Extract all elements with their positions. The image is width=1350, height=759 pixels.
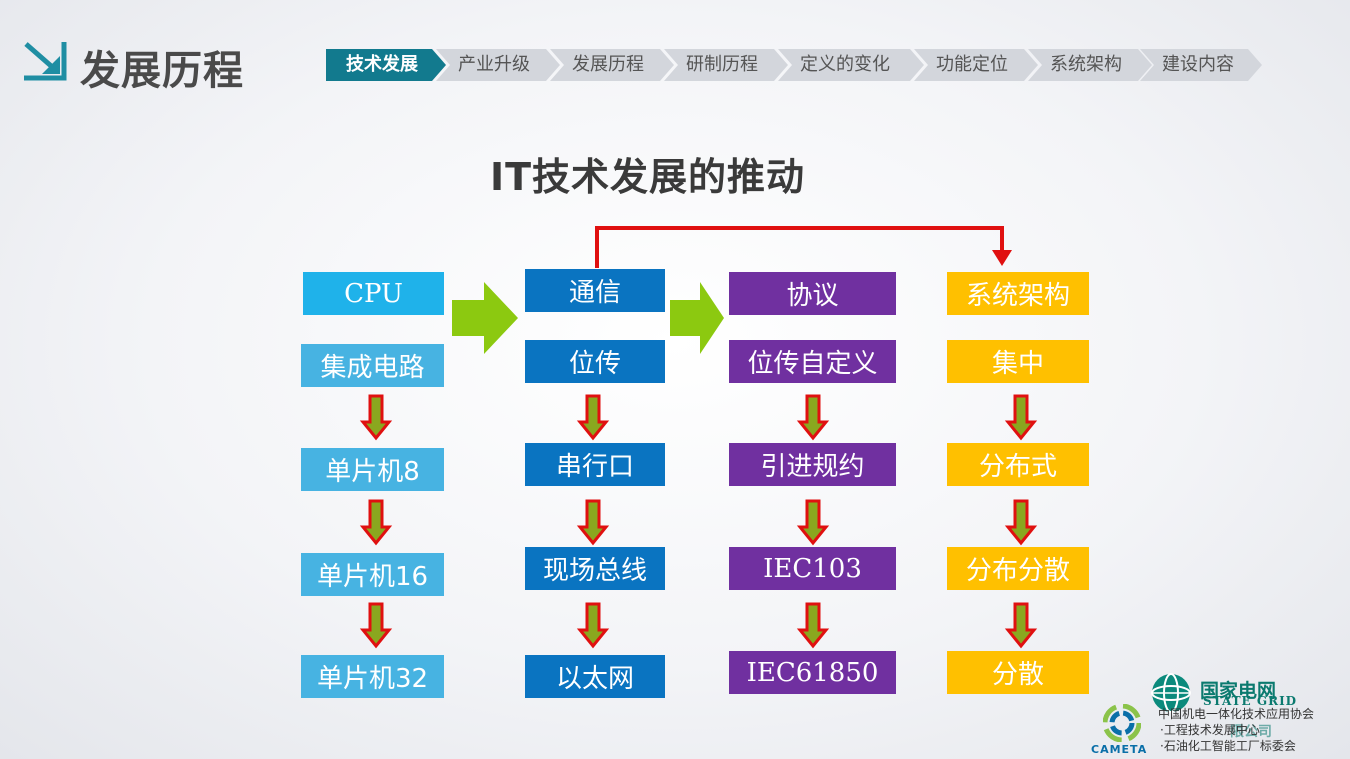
- down-flow-arrow: [1004, 499, 1038, 546]
- down-flow-arrow: [576, 499, 610, 546]
- node-communication: 通信: [525, 269, 665, 312]
- state-grid-company-suffix: 限公司: [1230, 724, 1272, 740]
- red-connector-arrow: [595, 226, 1004, 268]
- node-mcu-8: 单片机8: [301, 448, 444, 491]
- node-protocol: 协议: [729, 272, 896, 315]
- node-dispersed: 分散: [947, 651, 1089, 694]
- arrow-down-right-icon: [24, 42, 67, 81]
- node-system-architecture: 系统架构: [947, 272, 1089, 315]
- down-flow-arrow: [576, 602, 610, 649]
- node-serial-port: 串行口: [525, 443, 665, 486]
- down-flow-arrow: [359, 394, 393, 441]
- tab-research-history[interactable]: 研制历程: [664, 49, 788, 81]
- node-mcu-32: 单片机32: [301, 655, 444, 698]
- node-imported-protocol: 引进规约: [729, 443, 896, 486]
- down-flow-arrow: [1004, 602, 1038, 649]
- down-flow-arrow: [359, 499, 393, 546]
- tab-function-positioning[interactable]: 功能定位: [914, 49, 1038, 81]
- node-fieldbus: 现场总线: [525, 547, 665, 590]
- tab-system-architecture[interactable]: 系统架构: [1028, 49, 1152, 81]
- state-grid-globe-icon: [1151, 673, 1191, 713]
- node-mcu-16: 单片机16: [301, 553, 444, 596]
- node-iec103: IEC103: [729, 547, 896, 590]
- cameta-logo-icon: [1103, 704, 1141, 742]
- node-custom-bit-transfer: 位传自定义: [729, 340, 896, 383]
- node-distributed: 分布式: [947, 443, 1089, 486]
- tab-development-history[interactable]: 发展历程: [550, 49, 674, 81]
- green-right-arrow: [670, 282, 724, 354]
- down-flow-arrow: [1004, 394, 1038, 441]
- tab-industry-upgrade[interactable]: 产业升级: [436, 49, 560, 81]
- state-grid-name: 国家电网: [1200, 680, 1277, 702]
- green-right-arrow: [452, 282, 518, 354]
- node-distributed-dispersed: 分布分散: [947, 547, 1089, 590]
- tab-construction-content[interactable]: 建设内容: [1140, 49, 1262, 81]
- node-bit-transfer: 位传: [525, 340, 665, 383]
- down-flow-arrow: [359, 602, 393, 649]
- association-line-2: ·工程技术发展中心: [1160, 723, 1260, 737]
- down-flow-arrow: [796, 499, 830, 546]
- node-iec61850: IEC61850: [729, 651, 896, 694]
- down-flow-arrow: [796, 394, 830, 441]
- cameta-label: CAMETA: [1091, 743, 1148, 756]
- node-cpu: CPU: [303, 272, 444, 315]
- main-title: IT技术发展的推动: [490, 155, 806, 199]
- node-centralized: 集中: [947, 340, 1089, 383]
- node-integrated-circuit: 集成电路: [301, 344, 444, 387]
- tab-definition-change[interactable]: 定义的变化: [778, 49, 924, 81]
- down-flow-arrow: [796, 602, 830, 649]
- red-connector-arrowhead: [992, 250, 1012, 266]
- state-grid-english: STATE GRID: [1203, 694, 1298, 708]
- association-line-3: ·石油化工智能工厂标委会: [1160, 739, 1296, 753]
- association-name: 中国机电一体化技术应用协会: [1158, 707, 1315, 721]
- node-ethernet: 以太网: [525, 655, 665, 698]
- tab-tech-development[interactable]: 技术发展: [326, 49, 446, 81]
- section-title: 发展历程: [80, 48, 244, 94]
- down-flow-arrow: [576, 394, 610, 441]
